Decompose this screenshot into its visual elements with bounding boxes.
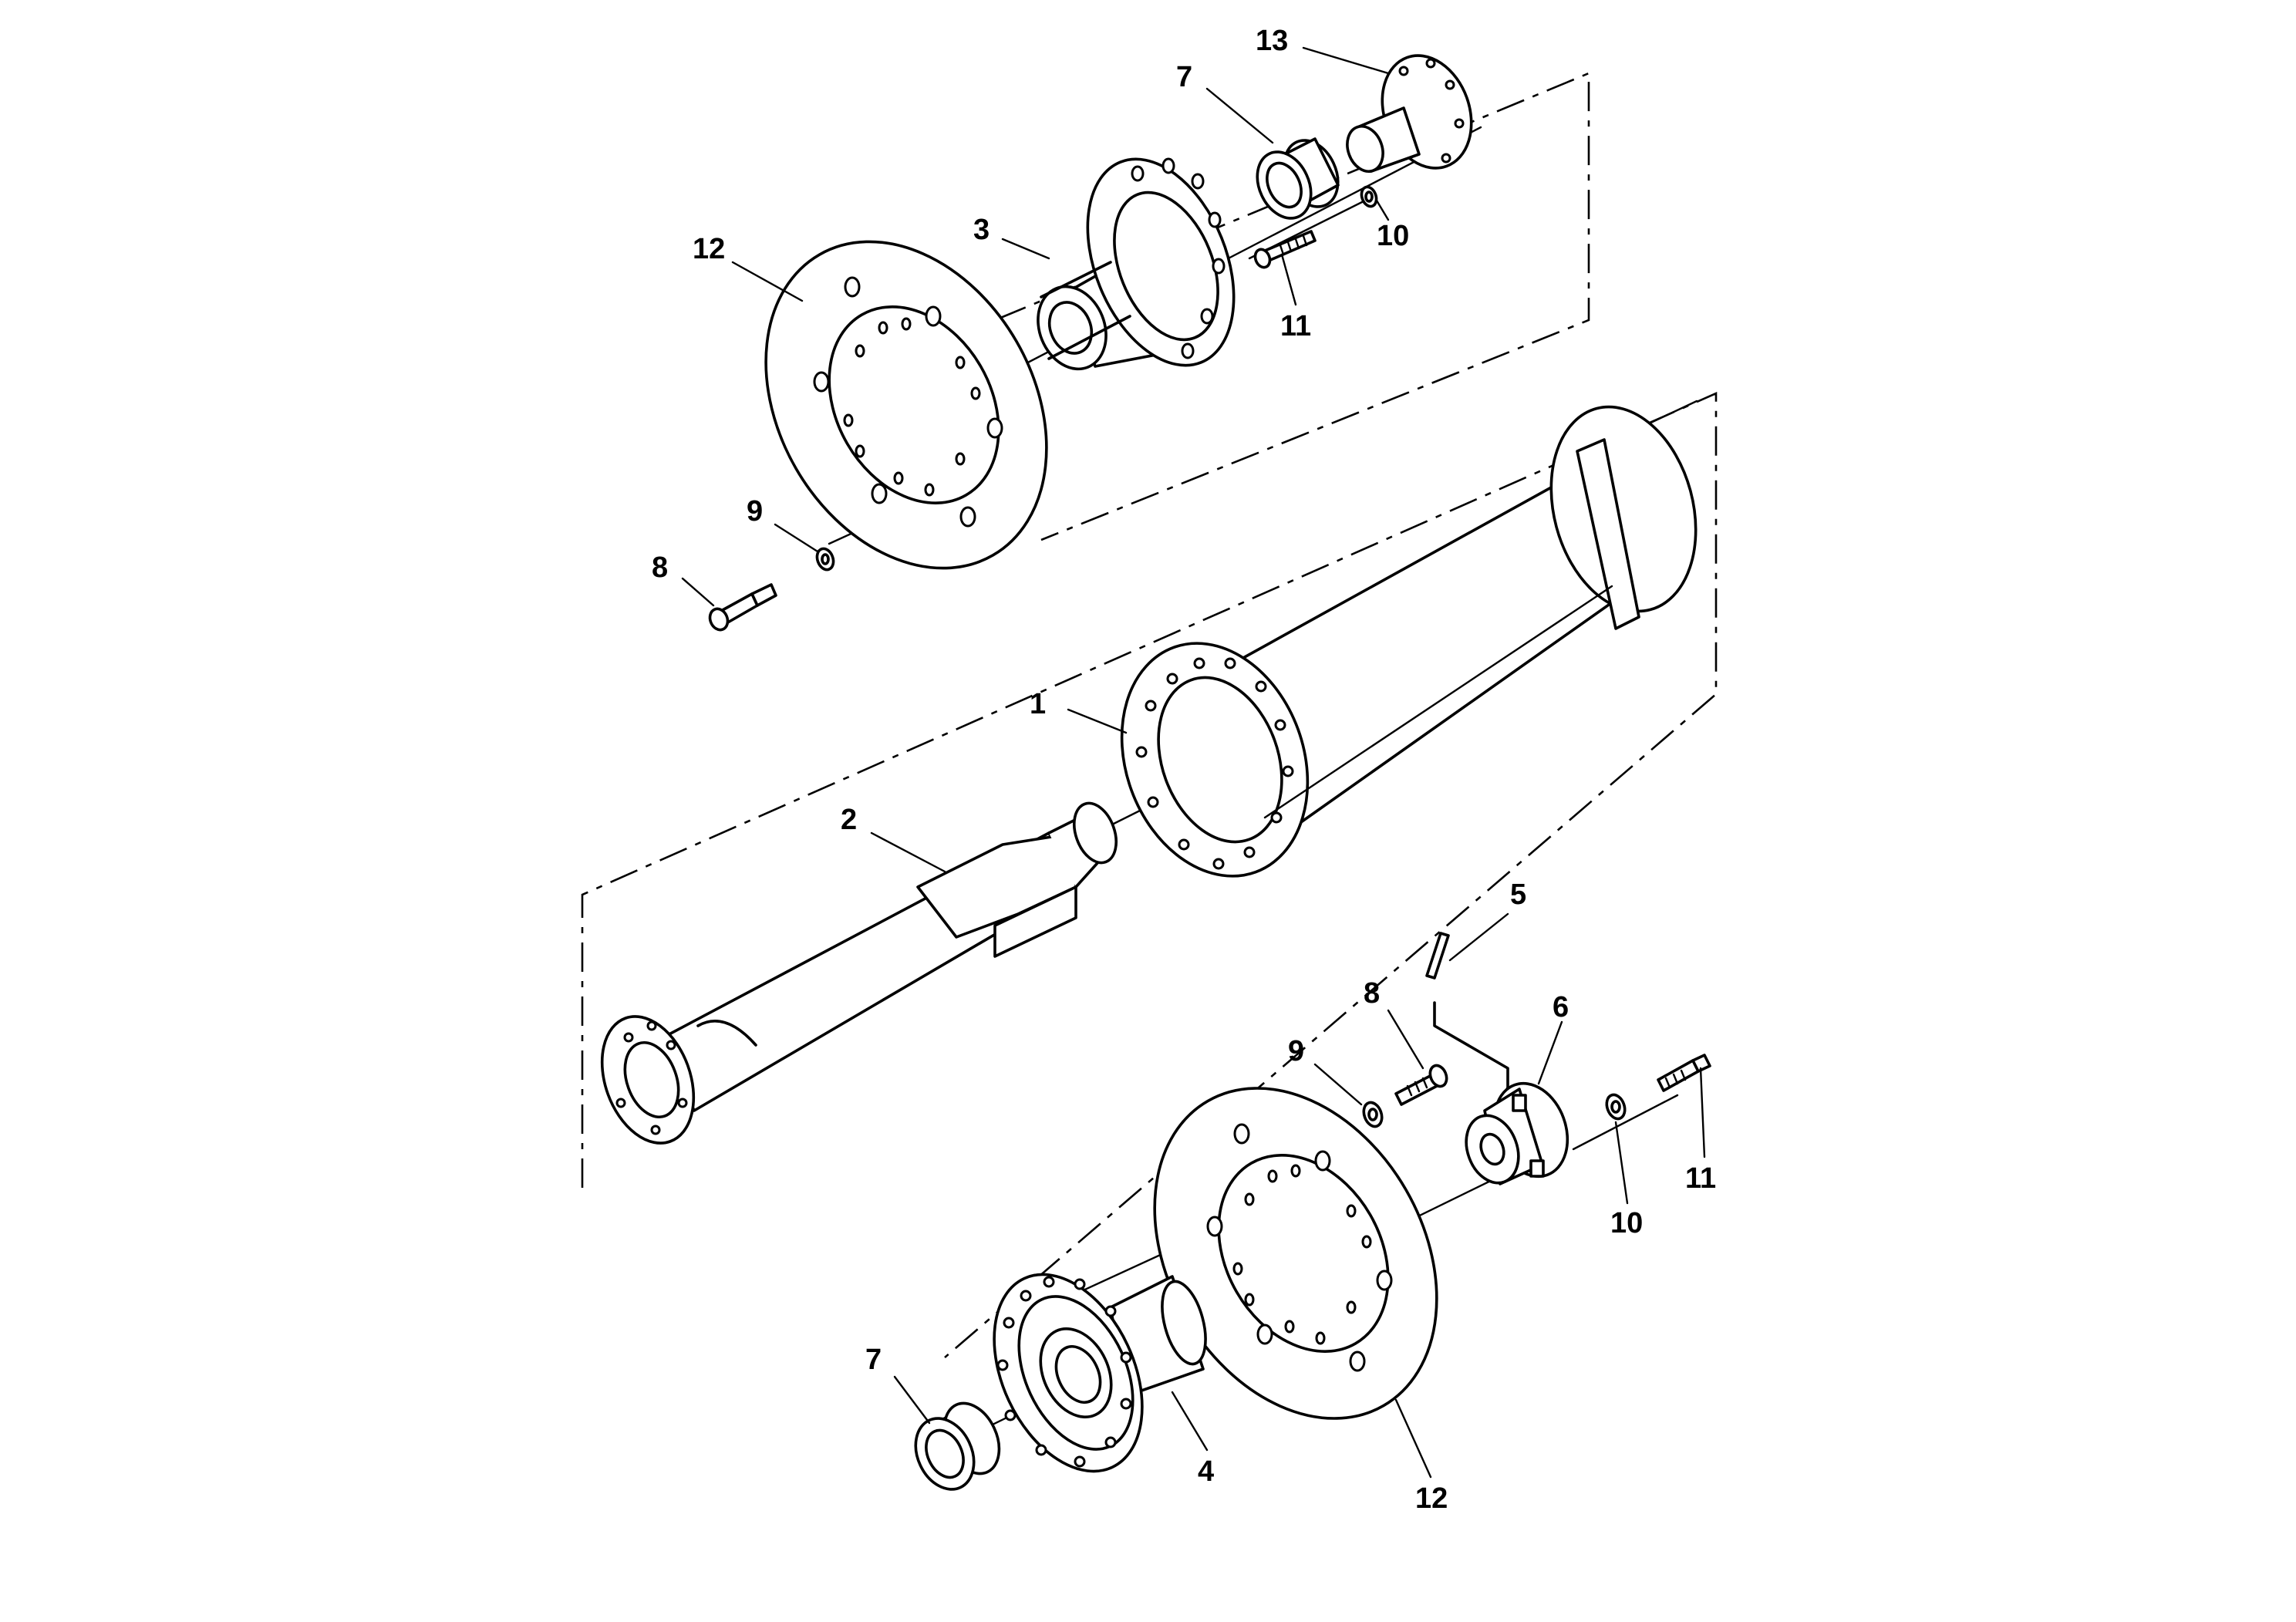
callout-11-bottom: 11 [1685, 1162, 1716, 1195]
part-9-top-washer [815, 547, 835, 572]
callout-2: 2 [841, 804, 857, 836]
callout-7-bottom: 7 [865, 1344, 882, 1376]
callout-6: 6 [1553, 991, 1569, 1023]
part-3-top-hub [1037, 157, 1236, 371]
callout-4: 4 [1198, 1455, 1214, 1488]
part-4-bottom-hub [993, 1273, 1207, 1473]
part-12-bottom-disc [1153, 1087, 1438, 1420]
part-13-top-flange-shaft [1346, 54, 1473, 173]
callout-1: 1 [1030, 688, 1046, 720]
part-12-top-disc [764, 240, 1048, 570]
callout-13: 13 [1256, 25, 1288, 57]
part-2-shaft [600, 801, 1118, 1145]
part-7-top-bearing [1256, 137, 1340, 220]
part-1-drum [1120, 405, 1698, 878]
callout-5: 5 [1510, 878, 1526, 911]
callout-12-top: 12 [693, 233, 725, 265]
part-11-top-bolt [1253, 230, 1317, 269]
part-10-top-washer [1360, 185, 1378, 208]
callout-8-top: 8 [652, 551, 668, 584]
part-7-bottom-bearing [914, 1401, 1001, 1491]
callout-10-top: 10 [1377, 220, 1409, 252]
part-9-bottom-washer [1362, 1101, 1384, 1128]
callout-12-bottom: 12 [1415, 1482, 1448, 1515]
part-6-coupling [1465, 1081, 1569, 1185]
part-8-bottom-bolt [1394, 1064, 1448, 1106]
boundary-main-assembly [581, 392, 1718, 1358]
callout-10-bottom: 10 [1610, 1207, 1643, 1239]
part-10-bottom-washer [1605, 1093, 1627, 1121]
callouts: 13 7 3 10 11 12 9 8 1 2 5 8 6 9 11 10 7 … [652, 25, 1716, 1515]
callout-11-top: 11 [1280, 310, 1311, 342]
leader-lines [681, 46, 1706, 1479]
part-8-top-bolt [708, 583, 777, 632]
callout-9-bottom: 9 [1288, 1035, 1304, 1067]
axis-bottom-bolt-right [1572, 1094, 1679, 1151]
callout-8-bottom: 8 [1364, 977, 1380, 1010]
callout-3: 3 [973, 214, 990, 246]
callout-9-top: 9 [747, 495, 763, 528]
callout-7-top: 7 [1176, 61, 1192, 93]
part-11-bottom-bolt [1657, 1054, 1711, 1092]
